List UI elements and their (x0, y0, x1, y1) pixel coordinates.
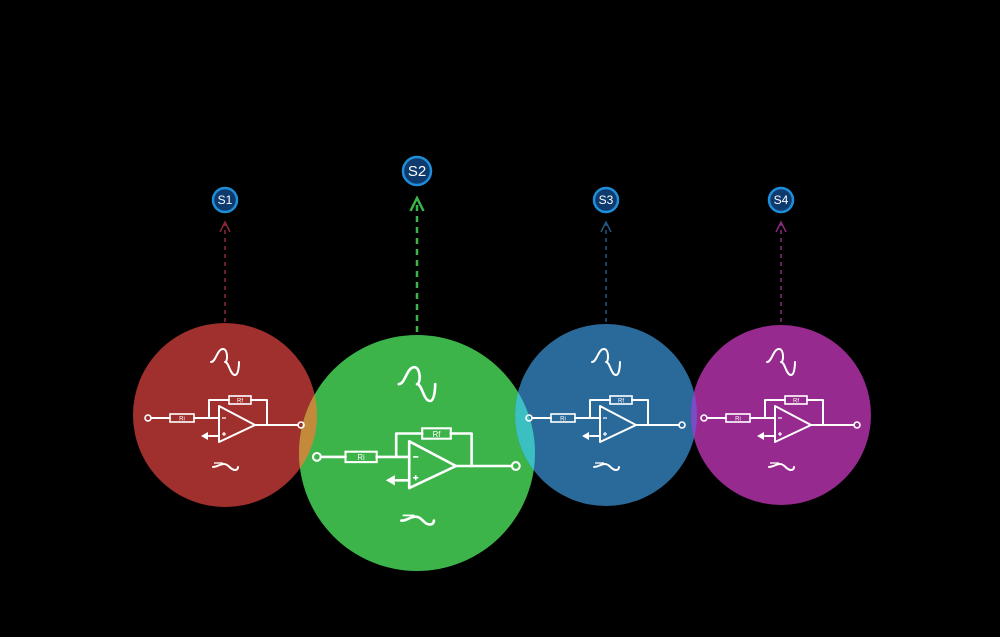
damped-wave-icon (768, 463, 795, 471)
output-terminal (853, 421, 861, 429)
op-amp-schematic: Ri Rf (525, 395, 686, 443)
sine-wave-icon (210, 348, 240, 376)
feedback-resistor-label: Rf (433, 430, 442, 439)
badge-s3: S3 (592, 186, 620, 214)
badge-circle (767, 186, 795, 214)
feedback-wire-right (806, 399, 824, 426)
badge-circle (211, 186, 239, 214)
damped-wave-icon (400, 515, 436, 526)
output-terminal (297, 421, 305, 429)
badge-label: S1 (218, 193, 233, 207)
feedback-resistor-label: Rf (793, 399, 799, 405)
input-resistor-label: Ri (560, 417, 566, 423)
stage-circle-s4 (691, 325, 871, 505)
circuit-s1: Ri Rf (144, 348, 305, 471)
signal-arrow-s3 (600, 220, 612, 322)
arrow-head-icon (600, 220, 612, 233)
badge-s4: S4 (767, 186, 795, 214)
ground-arrow-icon (582, 432, 589, 440)
sine-wave-icon (766, 348, 796, 376)
signal-arrow-s1 (219, 220, 231, 322)
badge-s1: S1 (211, 186, 239, 214)
op-amp-triangle-icon (218, 405, 256, 443)
input-resistor-label: Ri (735, 417, 741, 423)
ground-arrow-icon (201, 432, 208, 440)
feedback-wire-right (449, 432, 473, 468)
badge-circle (401, 155, 433, 187)
feedback-wire-left (589, 399, 611, 419)
feedback-wire-left (764, 399, 786, 419)
sine-wave-icon (397, 365, 437, 403)
badge-label: S2 (408, 163, 426, 180)
signal-arrow-s4 (775, 220, 787, 322)
feedback-resistor-label: Rf (237, 399, 243, 405)
op-amp-triangle-icon (407, 440, 458, 490)
ground-arrow-icon (757, 432, 764, 440)
feedback-wire-right (250, 399, 268, 426)
op-amp-triangle-icon (774, 405, 812, 443)
input-resistor-label: Ri (179, 417, 185, 423)
input-resistor-label: Ri (357, 453, 365, 462)
op-amp-schematic: Ri Rf (700, 395, 861, 443)
stage-circle-s2 (299, 335, 535, 571)
op-amp-schematic: Ri Rf (311, 427, 521, 490)
circuit-s4: Ri Rf (700, 348, 861, 471)
stage-circle-s1 (133, 323, 317, 507)
output-terminal (510, 461, 521, 471)
arrow-head-icon (409, 195, 425, 212)
badge-circle (592, 186, 620, 214)
circuit-s2: Ri Rf (311, 365, 521, 526)
damped-wave-icon (212, 463, 239, 471)
stage-circle-s3 (515, 324, 697, 506)
op-amp-schematic: Ri Rf (144, 395, 305, 443)
feedback-wire-left (208, 399, 230, 419)
damped-wave-icon (593, 463, 620, 471)
circuit-s3: Ri Rf (525, 348, 686, 471)
output-terminal (678, 421, 686, 429)
signal-arrow-s2 (409, 195, 425, 332)
badge-label: S4 (774, 193, 789, 207)
arrow-head-icon (775, 220, 787, 233)
badge-label: S3 (599, 193, 614, 207)
sine-wave-icon (591, 348, 621, 376)
feedback-wire-left (394, 432, 424, 459)
op-amp-triangle-icon (599, 405, 637, 443)
feedback-resistor-label: Rf (618, 399, 624, 405)
ground-arrow-icon (385, 475, 395, 486)
badge-s2: S2 (401, 155, 433, 187)
feedback-wire-right (631, 399, 649, 426)
arrow-head-icon (219, 220, 231, 233)
